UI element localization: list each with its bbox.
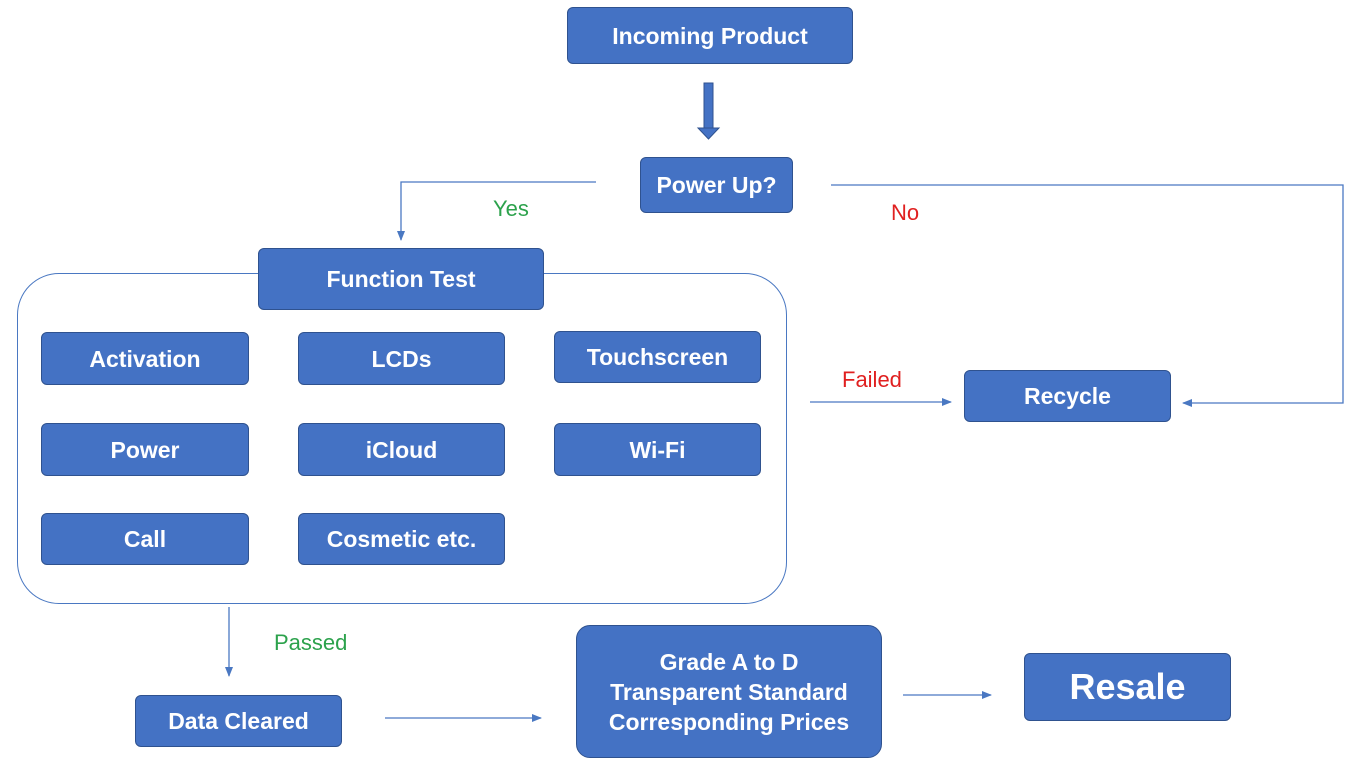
test-item-label: Call (123, 526, 167, 552)
node-grade: Grade A to D Transparent Standard Corres… (576, 625, 882, 758)
test-item-label: Touchscreen (586, 344, 729, 370)
test-item-lcds: LCDs (298, 332, 505, 385)
node-recycle-label: Recycle (1024, 383, 1111, 409)
test-item-label: LCDs (371, 345, 432, 372)
node-incoming-product: Incoming Product (567, 7, 853, 64)
test-item-wifi: Wi-Fi (554, 423, 761, 476)
node-resale-label: Resale (1069, 666, 1186, 707)
node-recycle: Recycle (964, 370, 1171, 422)
edge-label-failed: Failed (842, 367, 902, 392)
edge-label-yes: Yes (493, 196, 529, 221)
node-function-test: Function Test (258, 248, 544, 310)
test-item-label: Activation (89, 345, 201, 372)
test-item-touchscreen: Touchscreen (554, 331, 761, 383)
node-data-cleared-label: Data Cleared (168, 708, 309, 734)
node-resale: Resale (1024, 653, 1231, 721)
node-function-test-label: Function Test (326, 266, 476, 292)
edge-label-passed: Passed (274, 630, 348, 655)
test-item-label: Cosmetic etc. (326, 526, 477, 552)
test-item-activation: Activation (41, 332, 249, 385)
connector-yes (397, 181, 596, 241)
test-item-cosmetic: Cosmetic etc. (298, 513, 505, 565)
connector-no (831, 184, 1344, 407)
node-grade-line-2: Transparent Standard (610, 678, 848, 705)
test-item-power: Power (41, 423, 249, 476)
node-incoming-product-label: Incoming Product (612, 22, 808, 49)
node-grade-line-3: Corresponding Prices (608, 708, 850, 735)
node-data-cleared: Data Cleared (135, 695, 342, 747)
node-power-up-label: Power Up? (656, 172, 777, 198)
test-item-icloud: iCloud (298, 423, 505, 476)
test-item-label: Power (110, 436, 180, 463)
arrow-incoming-to-powerup (696, 82, 721, 140)
node-grade-line-1: Grade A to D (659, 648, 799, 675)
test-item-label: Wi-Fi (629, 436, 686, 463)
edge-label-no: No (891, 200, 920, 225)
test-item-call: Call (41, 513, 249, 565)
node-power-up: Power Up? (640, 157, 793, 213)
test-item-label: iCloud (365, 436, 438, 463)
